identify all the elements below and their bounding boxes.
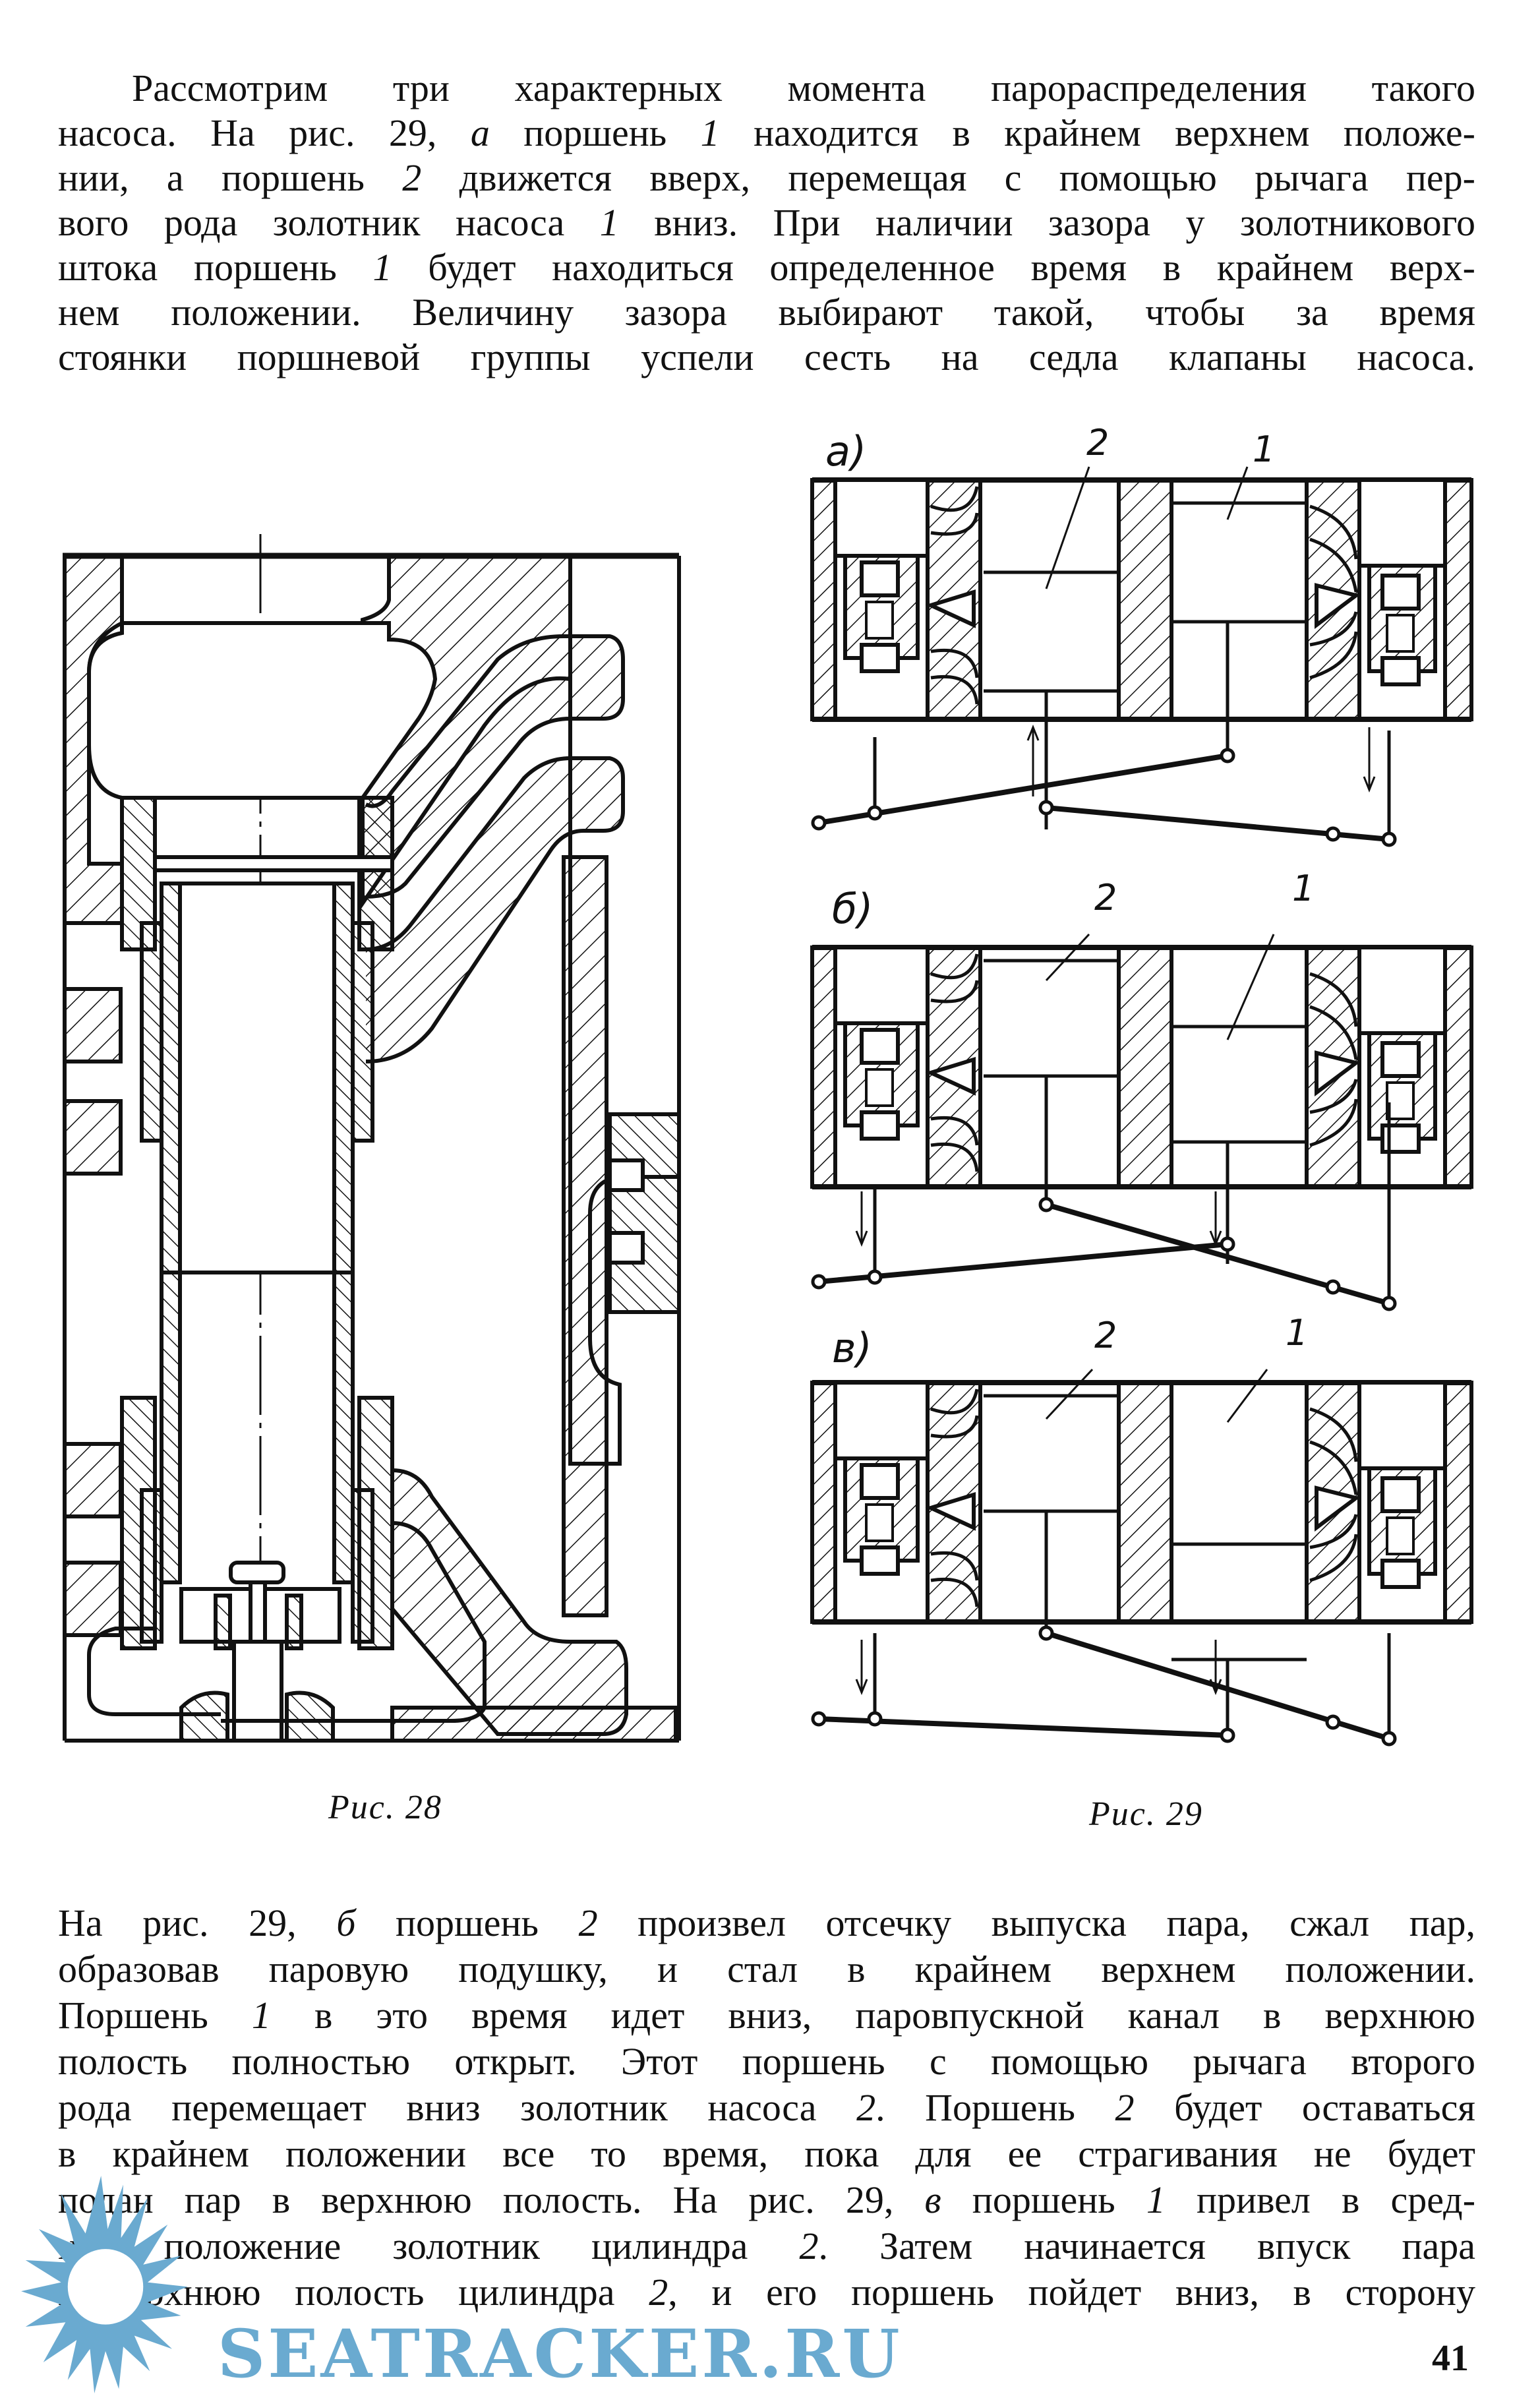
text-line: На рис. 29, б поршень 2 произвел отсечку… — [58, 1900, 1475, 1946]
text-line: штока поршень 1 будет находиться определ… — [58, 245, 1475, 290]
text-run: штока поршень — [58, 246, 373, 289]
text-run: вого рода золотник насоса — [58, 201, 600, 244]
text-run: , и его поршень пойдет вниз, в сторону — [668, 2271, 1475, 2314]
italic-ref: 2 — [649, 2271, 668, 2314]
text-run: в это время идет вниз, паровпускной кана… — [270, 1994, 1476, 2037]
text-line: насоса. На рис. 29, а поршень 1 находитс… — [58, 111, 1475, 156]
text-run: поршень — [355, 1901, 579, 1944]
text-run: нем положении. Величину зазора выбирают … — [58, 291, 1475, 334]
text-run: стоянки поршневой группы успели сесть на… — [58, 336, 1475, 378]
text-run: Поршень — [58, 1994, 252, 2037]
text-line: стоянки поршневой группы успели сесть на… — [58, 335, 1475, 380]
figure-29-panel-b — [812, 933, 1471, 1311]
panel-label-a: а) — [825, 427, 867, 475]
piston-label-1-a: 1 — [1253, 429, 1276, 470]
piston-label-1-b: 1 — [1292, 868, 1315, 909]
piston-label-2-a: 2 — [1086, 422, 1110, 464]
italic-ref: 2 — [1115, 2086, 1135, 2129]
text-run: нии, а поршень — [58, 156, 403, 199]
piston-label-1-v: 1 — [1286, 1312, 1309, 1354]
page-number: 41 — [1432, 2338, 1469, 2379]
figure-29-caption: Рис. 29 — [1089, 1795, 1203, 1833]
italic-ref: 2 — [856, 2086, 876, 2129]
figure-29-panel-v — [812, 1368, 1471, 1747]
piston-label-2-v: 2 — [1094, 1315, 1117, 1356]
figure-28-caption: Рис. 28 — [328, 1789, 442, 1826]
text-line: полость полностью открыт. Этот поршень с… — [58, 2039, 1475, 2085]
text-run: вниз. При наличии зазора у золотникового — [618, 201, 1475, 244]
text-line: подан пар в верхнюю полость. На рис. 29,… — [58, 2177, 1475, 2223]
italic-ref: 1 — [1146, 2178, 1166, 2221]
text-run: в верхнюю полость цилиндра — [58, 2271, 649, 2314]
text-run: будет оставаться — [1134, 2086, 1475, 2129]
text-line: нем положении. Величину зазора выбирают … — [58, 290, 1475, 335]
italic-ref: а — [470, 111, 490, 154]
italic-ref: 1 — [372, 246, 392, 289]
text-run: образовав паровую подушку, и стал в край… — [58, 1948, 1475, 1990]
italic-ref: в — [924, 2178, 941, 2221]
text-run: произвел отсечку выпуска пара, сжал пар, — [597, 1901, 1475, 1944]
text-run: нее положение золотник цилиндра — [58, 2225, 800, 2267]
panel-label-b: б) — [832, 885, 874, 933]
text-run: подан пар в верхнюю полость. На рис. 29, — [58, 2178, 925, 2221]
text-line: нее положение золотник цилиндра 2. Затем… — [58, 2223, 1475, 2269]
text-run: привел в сред- — [1165, 2178, 1476, 2221]
text-line: в верхнюю полость цилиндра 2, и его порш… — [58, 2269, 1475, 2316]
text-run: поршень — [941, 2178, 1146, 2221]
text-line: Рассмотрим три характерных момента парор… — [58, 66, 1475, 111]
text-line: Поршень 1 в это время идет вниз, паровпу… — [58, 1992, 1475, 2039]
italic-ref: б — [336, 1901, 356, 1944]
figure-28-pump-section — [63, 534, 681, 1743]
text-run: На рис. 29, — [58, 1901, 337, 1944]
figure-29-panel-a — [812, 466, 1471, 847]
text-run: . Затем начинается впуск пара — [818, 2225, 1475, 2267]
text-line: нии, а поршень 2 движется вверх, перемещ… — [58, 156, 1475, 200]
italic-ref: 2 — [799, 2225, 819, 2267]
text-run: рода перемещает вниз золотник насоса — [58, 2086, 857, 2129]
text-run: в крайнем положении все то время, пока д… — [58, 2132, 1475, 2175]
text-run: будет находиться определенное время в кр… — [392, 246, 1475, 289]
text-run: находится в крайнем верхнем положе- — [719, 111, 1475, 154]
text-line: в крайнем положении все то время, пока д… — [58, 2131, 1475, 2177]
text-line: образовав паровую подушку, и стал в край… — [58, 1946, 1475, 1992]
italic-ref: 1 — [599, 201, 619, 244]
italic-ref: 2 — [402, 156, 422, 199]
piston-label-2-b: 2 — [1094, 877, 1117, 918]
text-run: насоса. На рис. 29, — [58, 111, 471, 154]
italic-ref: 2 — [578, 1901, 598, 1944]
text-run: Рассмотрим три характерных момента парор… — [132, 67, 1475, 109]
watermark-text: SEATRACKER.RU — [218, 2315, 903, 2393]
panel-label-v: в) — [832, 1324, 872, 1372]
paragraph-bottom: На рис. 29, б поршень 2 произвел отсечку… — [58, 1900, 1475, 2316]
paragraph-top: Рассмотрим три характерных момента парор… — [58, 66, 1475, 380]
italic-ref: 1 — [700, 111, 720, 154]
text-run: поршень — [489, 111, 701, 154]
text-line: вого рода золотник насоса 1 вниз. При на… — [58, 200, 1475, 245]
text-run: полость полностью открыт. Этот поршень с… — [58, 2040, 1475, 2083]
italic-ref: 1 — [251, 1994, 271, 2037]
text-line: рода перемещает вниз золотник насоса 2. … — [58, 2085, 1475, 2131]
text-run: движется вверх, перемещая с помощью рыча… — [421, 156, 1475, 199]
text-run: . Поршень — [875, 2086, 1115, 2129]
